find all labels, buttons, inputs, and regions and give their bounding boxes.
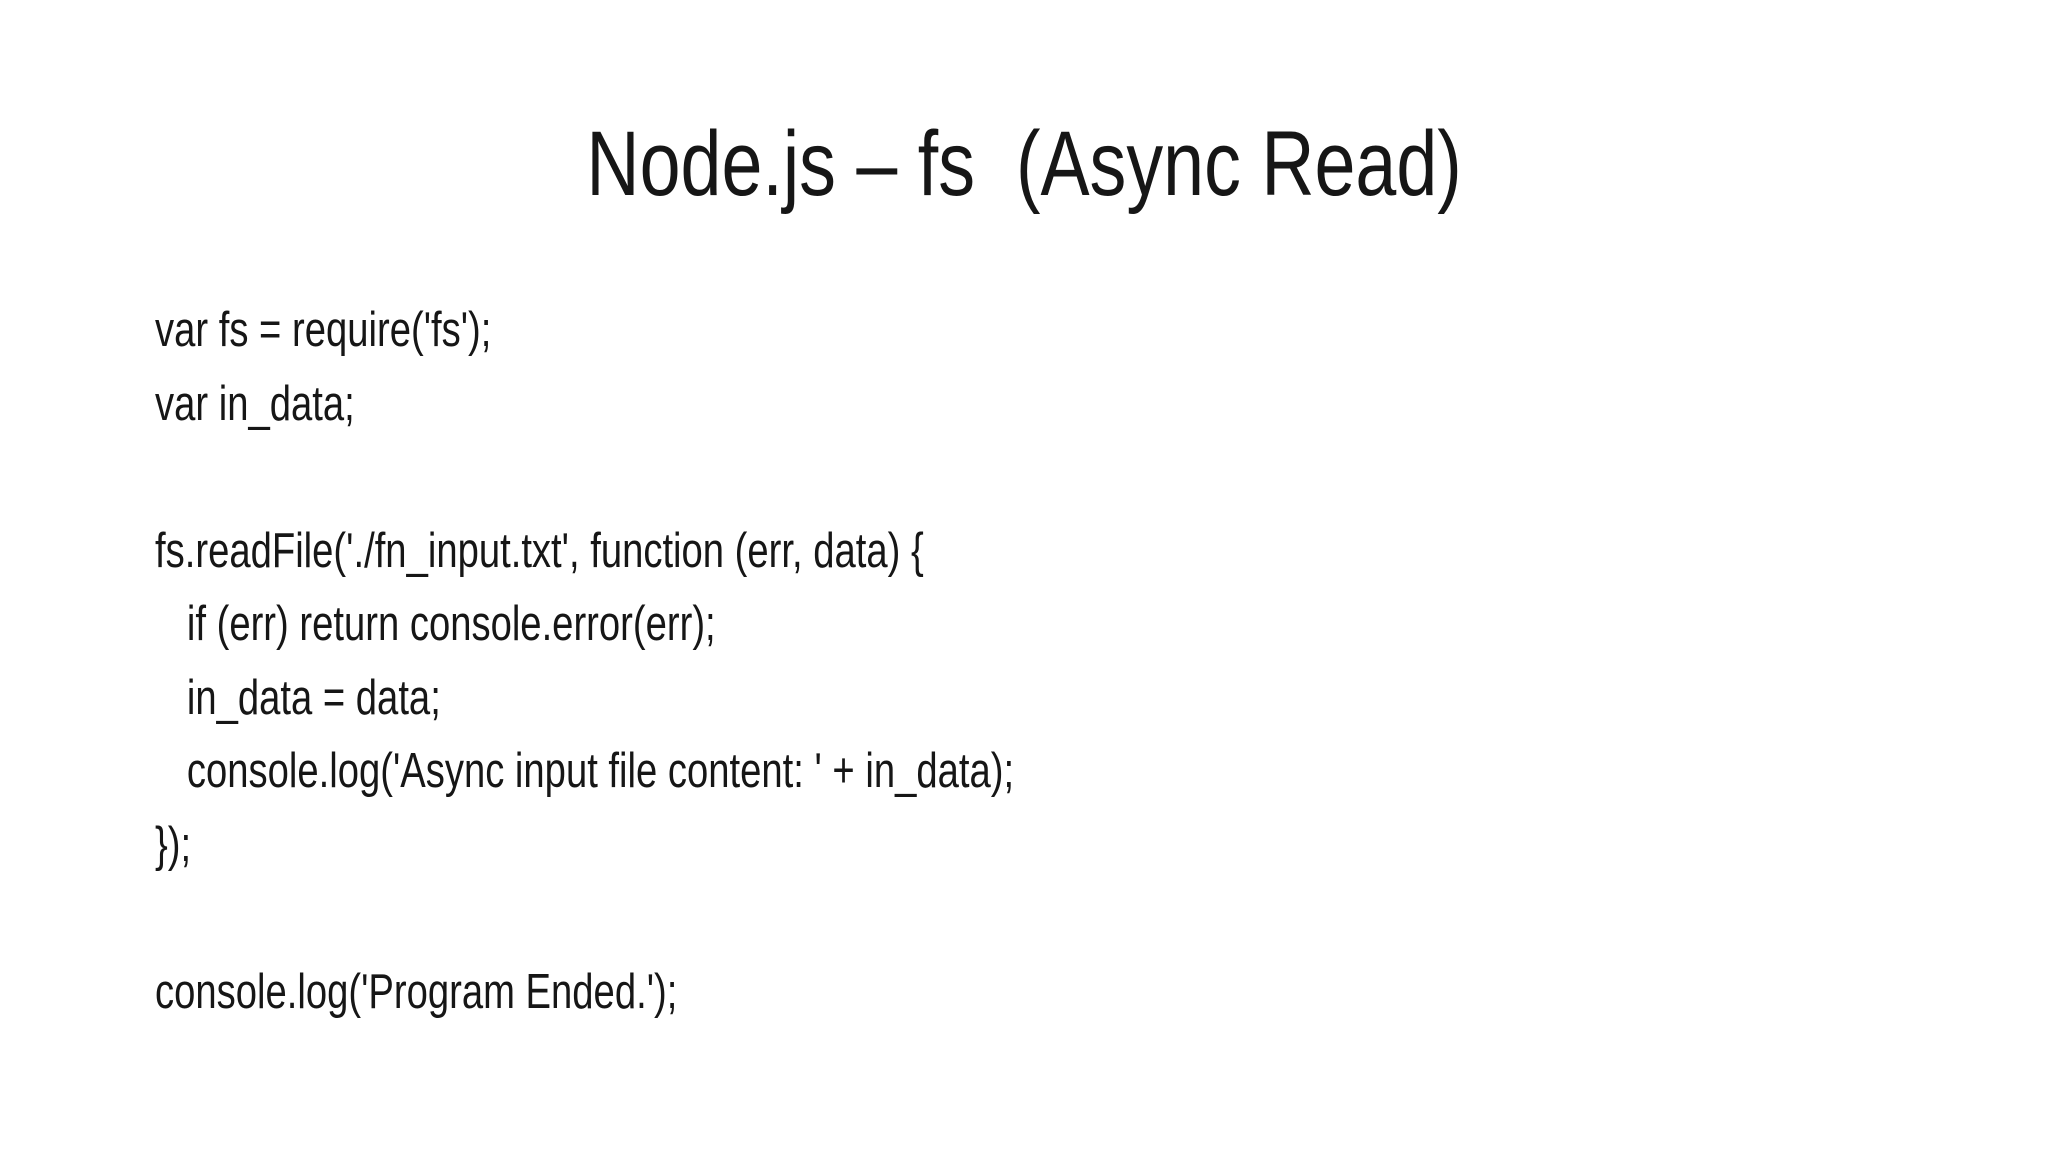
code-line: console.log('Program Ended.'); [155, 964, 678, 1019]
code-line: var in_data; [155, 376, 355, 431]
code-line: in_data = data; [155, 670, 441, 725]
code-line: if (err) return console.error(err); [155, 597, 716, 651]
code-block: var fs = require('fs'); var in_data; fs.r… [155, 294, 1755, 1029]
code-line [155, 441, 1403, 515]
code-line: var fs = require('fs'); [155, 303, 492, 357]
slide-title: Node.js – fs (Async Read) [0, 108, 2048, 220]
slide-title-text: Node.js – fs (Async Read) [586, 113, 1462, 215]
code-line: fs.readFile('./fn_input.txt', function (… [155, 523, 924, 578]
code-line [155, 882, 1403, 956]
code-line: }); [155, 817, 192, 872]
code-line: console.log('Async input file content: '… [155, 744, 1015, 798]
